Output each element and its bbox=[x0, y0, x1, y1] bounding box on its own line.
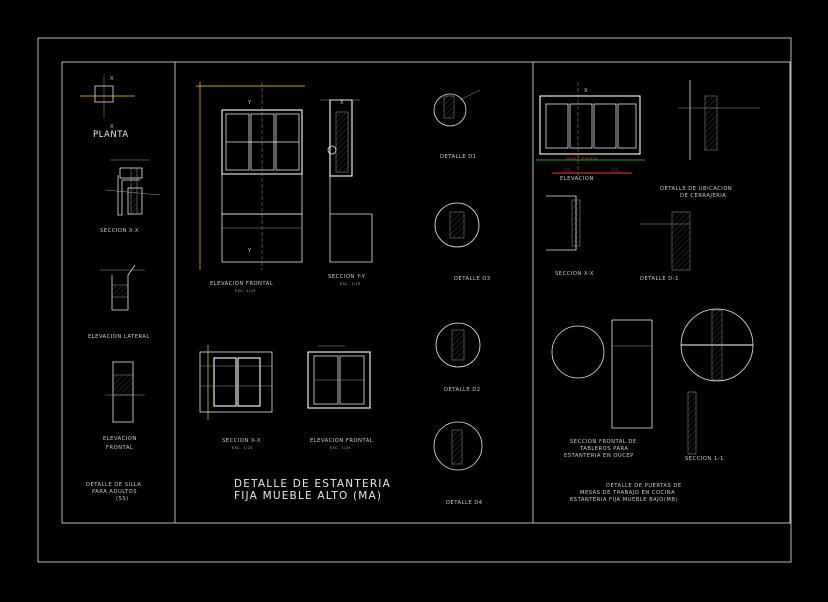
detalle-d3: DETALLE D3 bbox=[434, 202, 491, 282]
silla-title-2: PARA ADULTOS bbox=[92, 489, 137, 495]
detalle-d4: DETALLE D4 bbox=[433, 421, 483, 506]
elev-frontal-main-scale: ESC. 1/25 bbox=[235, 289, 256, 293]
seccion-xx-mid: SECCION X-X ESC. 1/25 bbox=[199, 345, 273, 450]
seccion-frontal: SECCION FRONTAL DE TABLEROS PARA ESTANTE… bbox=[551, 319, 653, 459]
elev-frontal-chair-label-2: FRONTAL bbox=[106, 445, 133, 451]
seccion-xx-chair: SECCION X-X bbox=[100, 159, 161, 234]
detalle-d2-label: DETALLE D2 bbox=[444, 387, 481, 393]
detalle-d4-label: DETALLE D4 bbox=[446, 500, 483, 506]
puertas-title-3: ESTANTERIA FIJA MUEBLE BAJO(MB) bbox=[570, 497, 678, 503]
seccion-frontal-label-2: TABLEROS PARA bbox=[579, 446, 628, 452]
elev-frontal-mid-label: ELEVACION FRONTAL bbox=[310, 438, 373, 444]
elevacion-right-label: ELEVACION bbox=[560, 176, 594, 182]
l2-left-label: L/2 bbox=[564, 168, 571, 172]
ubicacion-label-1: DETALLE DE UBICACION bbox=[660, 186, 732, 192]
seccion-11: SECCION 1-1 bbox=[680, 308, 754, 462]
marker-x3: X bbox=[340, 100, 344, 106]
planta-label: PLANTA bbox=[93, 130, 129, 140]
estanteria-title-2: FIJA MUEBLE ALTO (MA) bbox=[234, 490, 382, 502]
detalle-d1-label: DETALLE D1 bbox=[440, 154, 477, 160]
detalle-d2: DETALLE D2 bbox=[435, 322, 481, 393]
outer-frame bbox=[37, 37, 792, 563]
marker-x1: X bbox=[110, 76, 114, 82]
elevacion-frontal-chair: ELEVACION FRONTAL bbox=[103, 361, 145, 451]
seccion-xx-mid-label: SECCION X-X bbox=[222, 438, 261, 444]
elev-frontal-chair-label-1: ELEVACION bbox=[103, 436, 137, 442]
elevacion-frontal-mid: ELEVACION FRONTAL ESC. 1/25 bbox=[307, 345, 373, 450]
seccion-xx-right: SECCION X-X bbox=[546, 195, 594, 277]
seccion-yy-scale: ESC. 1/25 bbox=[340, 282, 361, 286]
elevacion-lateral-chair: ELEVACION LATERAL bbox=[88, 264, 150, 340]
seccion-yy-label: SECCION Y-Y bbox=[328, 274, 366, 280]
marker-x2: X bbox=[110, 124, 114, 130]
seccion-11-label: SECCION 1-1 bbox=[685, 456, 724, 462]
seccion-xx-mid-scale: ESC. 1/25 bbox=[232, 446, 253, 450]
ubicacion-label-2: DE CERRAJERIA bbox=[680, 193, 726, 199]
detalle-d1-right: DETALLE D-1 bbox=[640, 211, 691, 282]
title-silla: DETALLE DE SILLA PARA ADULTOS (SS) bbox=[86, 482, 142, 502]
elev-frontal-mid-scale: ESC. 1/25 bbox=[330, 446, 351, 450]
inner-frame bbox=[61, 61, 791, 524]
puertas-title-2: MESAS DE TRABAJO EN COCINA bbox=[580, 490, 675, 496]
seccion-frontal-label-3: ESTANTERIA EN OUCEP bbox=[564, 453, 634, 459]
silla-title-1: DETALLE DE SILLA bbox=[86, 482, 142, 488]
l2-right-label: L/2 bbox=[612, 168, 619, 172]
marker-y1: Y bbox=[247, 100, 252, 106]
elev-frontal-main-label: ELEVACION FRONTAL bbox=[210, 281, 273, 287]
estanteria-title-1: DETALLE DE ESTANTERIA bbox=[234, 478, 391, 490]
elevacion-frontal-main: Y Y ELEVACION FRONTAL ESC. 1/25 bbox=[196, 82, 305, 293]
puertas-title-1: DETALLE DE PUERTAS DE bbox=[606, 483, 682, 489]
seccion-xx-right-label: SECCION X-X bbox=[555, 271, 594, 277]
seccion-yy: X SECCION Y-Y ESC. 1/25 bbox=[320, 99, 373, 286]
detalle-d1: DETALLE D1 bbox=[433, 89, 481, 160]
title-puertas: DETALLE DE PUERTAS DE MESAS DE TRABAJO E… bbox=[570, 483, 682, 503]
seccion-xx-chair-label: SECCION X-X bbox=[100, 228, 139, 234]
detalle-d1-right-label: DETALLE D-1 bbox=[640, 276, 679, 282]
silla-title-3: (SS) bbox=[116, 496, 129, 502]
title-estanteria-alto: DETALLE DE ESTANTERIA FIJA MUEBLE ALTO (… bbox=[234, 478, 391, 502]
elevacion-lateral-label: ELEVACION LATERAL bbox=[88, 334, 150, 340]
doble-puerta-label: DOBLE PUERTA bbox=[566, 157, 598, 161]
detalle-ubicacion: DETALLE DE UBICACION DE CERRAJERIA bbox=[660, 80, 760, 199]
marker-y2: Y bbox=[247, 248, 252, 254]
seccion-frontal-label-1: SECCION FRONTAL DE bbox=[570, 439, 637, 445]
marker-x4: X bbox=[584, 88, 588, 94]
detalle-d3-label: DETALLE D3 bbox=[454, 276, 491, 282]
elevacion-right: DOBLE PUERTA L/2 L/2 X ELEVACION bbox=[536, 82, 645, 182]
planta-view: X X PLANTA bbox=[80, 75, 135, 140]
